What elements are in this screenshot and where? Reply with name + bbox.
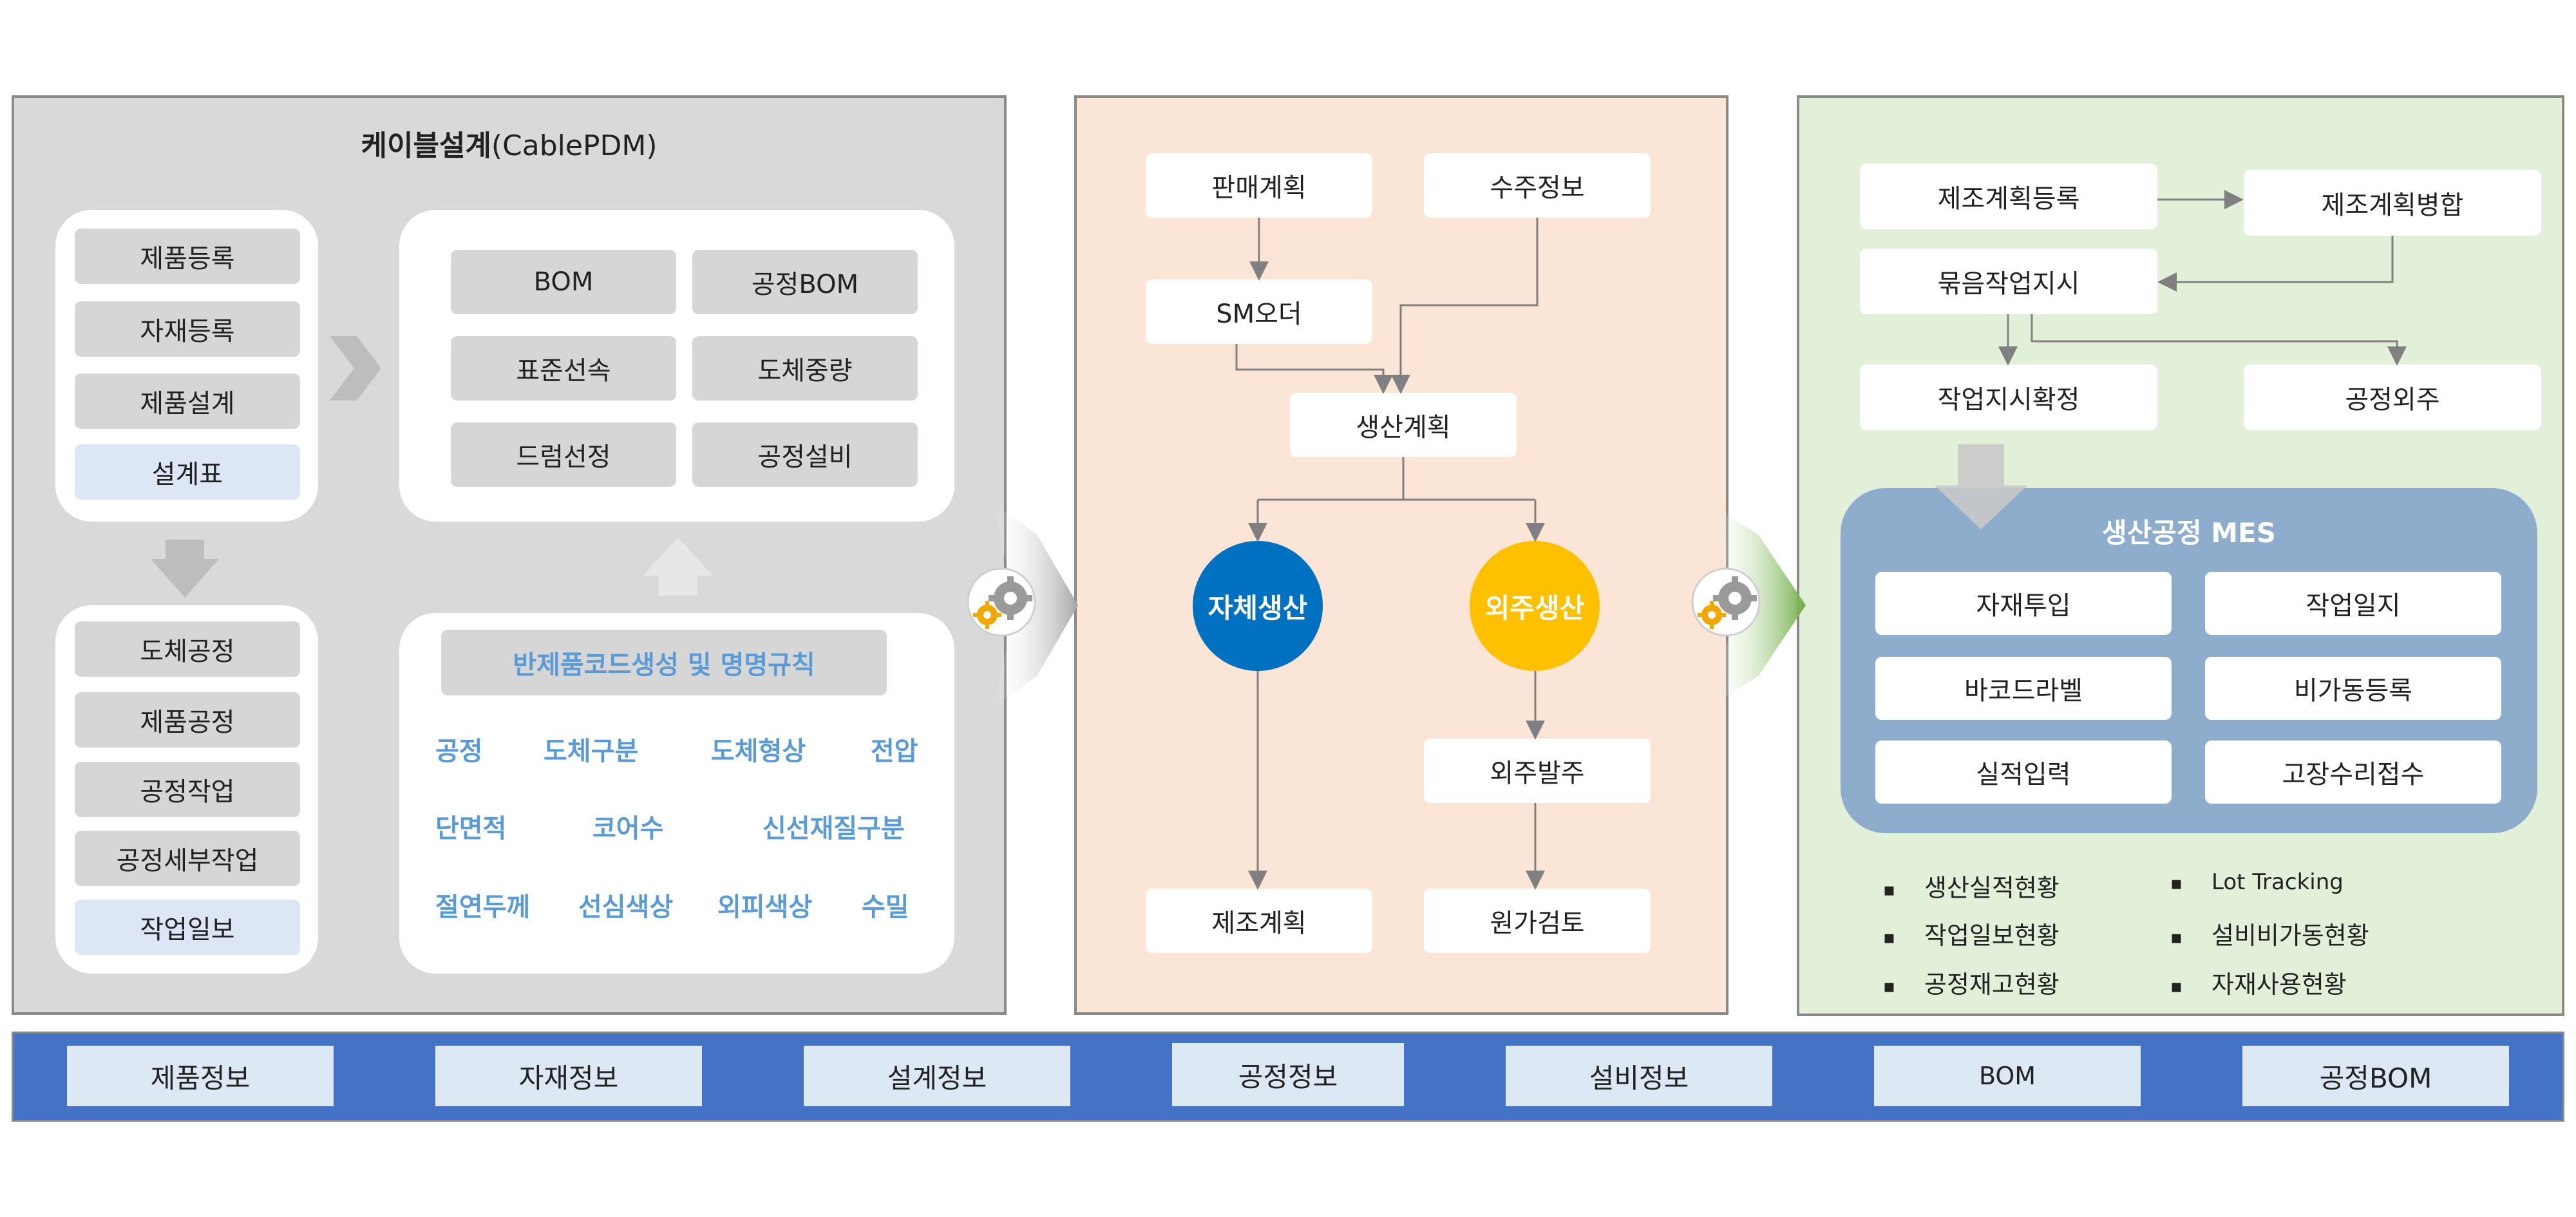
code-naming-title: 반제품코드생성 및 명명규칙 bbox=[441, 630, 887, 695]
report-production-performance[interactable]: 생산실적현황 bbox=[1883, 868, 2060, 903]
code-item-sheath-color: 외피색상 bbox=[717, 892, 813, 922]
code-item-insulation-thickness: 절연두께 bbox=[435, 892, 531, 922]
grid-process-equipment[interactable]: 공정설비 bbox=[692, 422, 918, 487]
code-item-cross-section: 단면적 bbox=[435, 814, 507, 844]
bundle-work-instruction-box[interactable]: 묶음작업지시 bbox=[1860, 249, 2157, 314]
code-item-watertight: 수밀 bbox=[862, 892, 909, 922]
code-item-core-color: 선심색상 bbox=[578, 892, 674, 922]
code-item-process: 공정 bbox=[435, 737, 483, 766]
code-item-wire-material: 신선재질구분 bbox=[762, 814, 905, 844]
grid-process-bom[interactable]: 공정BOM bbox=[692, 250, 918, 314]
report-lot-tracking[interactable]: Lot Tracking bbox=[2170, 869, 2344, 895]
process-work-button[interactable]: 공정작업 bbox=[75, 762, 300, 817]
sales-plan-box[interactable]: 판매계획 bbox=[1146, 153, 1372, 218]
mfg-plan-register-box[interactable]: 제조계획등록 bbox=[1860, 164, 2157, 229]
outsource-order-box[interactable]: 외주발주 bbox=[1424, 739, 1651, 803]
product-register-button[interactable]: 제품등록 bbox=[75, 229, 300, 284]
product-design-button[interactable]: 제품설계 bbox=[75, 373, 300, 429]
grid-drum-selection[interactable]: 드럼선정 bbox=[451, 422, 676, 487]
sm-order-box[interactable]: SM오더 bbox=[1146, 279, 1372, 344]
work-daily-report-button[interactable]: 작업일보 bbox=[75, 900, 300, 955]
process-detail-work-button[interactable]: 공정세부작업 bbox=[75, 831, 300, 886]
cable-design-title-bold: 케이블설계 bbox=[361, 129, 491, 162]
order-info-box[interactable]: 수주정보 bbox=[1424, 153, 1651, 218]
report-equipment-downtime[interactable]: 설비비가동현황 bbox=[2170, 916, 2369, 951]
work-instruction-confirm-box[interactable]: 작업지시확정 bbox=[1860, 364, 2157, 430]
code-item-core-count: 코어수 bbox=[592, 814, 664, 844]
master-material-info[interactable]: 자재정보 bbox=[435, 1046, 702, 1106]
master-equipment-info[interactable]: 설비정보 bbox=[1506, 1046, 1772, 1106]
in-house-production-circle[interactable]: 자체생산 bbox=[1193, 541, 1323, 671]
master-product-info[interactable]: 제품정보 bbox=[67, 1046, 334, 1106]
grid-standard-speed[interactable]: 표준선속 bbox=[451, 336, 676, 401]
grid-bom[interactable]: BOM bbox=[451, 250, 676, 314]
master-bom[interactable]: BOM bbox=[1874, 1046, 2141, 1106]
mes-barcode-label[interactable]: 바코드라벨 bbox=[1875, 657, 2172, 720]
material-register-button[interactable]: 자재등록 bbox=[75, 301, 300, 357]
mes-breakdown-repair[interactable]: 고장수리접수 bbox=[2205, 741, 2501, 804]
cable-design-title: 케이블설계(CablePDM) bbox=[12, 122, 1007, 164]
mes-downtime-register[interactable]: 비가동등록 bbox=[2205, 657, 2501, 720]
manufacturing-plan-box[interactable]: 제조계획 bbox=[1146, 889, 1372, 953]
report-process-inventory[interactable]: 공정재고현황 bbox=[1883, 965, 2060, 1000]
code-item-conductor-shape: 도체형상 bbox=[711, 737, 806, 766]
grid-conductor-weight[interactable]: 도체중량 bbox=[692, 336, 918, 401]
master-process-bom[interactable]: 공정BOM bbox=[2242, 1046, 2509, 1106]
cable-design-title-sub: (CablePDM) bbox=[491, 129, 658, 162]
conductor-process-button[interactable]: 도체공정 bbox=[75, 621, 300, 677]
mes-material-input[interactable]: 자재투입 bbox=[1875, 572, 2172, 635]
product-process-button[interactable]: 제품공정 bbox=[75, 692, 300, 748]
mes-work-log[interactable]: 작업일지 bbox=[2205, 572, 2501, 635]
planning-panel bbox=[1074, 95, 1728, 1015]
production-mes-title: 생산공정 MES bbox=[2102, 517, 2276, 549]
production-plan-box[interactable]: 생산계획 bbox=[1290, 393, 1517, 457]
master-process-info[interactable]: 공정정보 bbox=[1172, 1043, 1404, 1106]
mes-performance-input[interactable]: 실적입력 bbox=[1875, 741, 2172, 804]
code-item-voltage: 전압 bbox=[871, 737, 918, 766]
outsourced-production-circle[interactable]: 외주생산 bbox=[1470, 541, 1600, 671]
cost-review-box[interactable]: 원가검토 bbox=[1424, 889, 1651, 953]
master-design-info[interactable]: 설계정보 bbox=[804, 1046, 1070, 1106]
report-work-daily-status[interactable]: 작업일보현황 bbox=[1883, 916, 2060, 951]
process-outsource-box[interactable]: 공정외주 bbox=[2244, 364, 2541, 430]
report-material-usage[interactable]: 자재사용현황 bbox=[2170, 965, 2347, 1000]
design-sheet-button[interactable]: 설계표 bbox=[75, 444, 300, 500]
code-item-conductor-type: 도체구분 bbox=[544, 737, 639, 766]
mfg-plan-merge-box[interactable]: 제조계획병합 bbox=[2244, 170, 2541, 236]
